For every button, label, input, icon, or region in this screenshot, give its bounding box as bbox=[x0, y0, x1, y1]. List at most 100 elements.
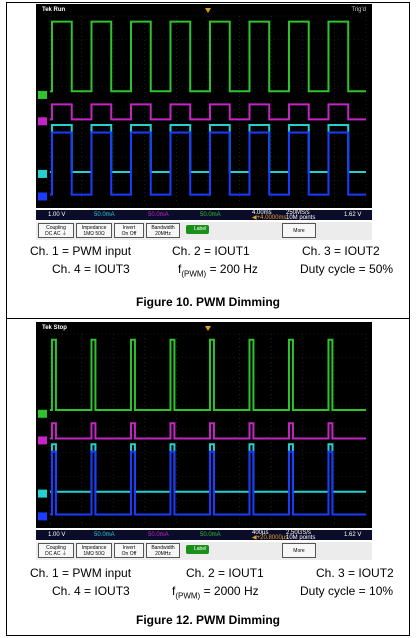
coupling-title: Coupling bbox=[46, 225, 66, 231]
ch1-trace bbox=[50, 131, 366, 196]
channel-ground-marker bbox=[38, 192, 47, 201]
record-length: 10M points bbox=[286, 535, 316, 541]
impedance-title: Impedance bbox=[81, 225, 107, 231]
ch3-scale: 50.0mA bbox=[148, 212, 169, 218]
invert-options: On Off bbox=[121, 231, 137, 237]
more-label: More bbox=[293, 548, 305, 554]
bandwidth-button[interactable]: Bandwidth 20MHz bbox=[146, 543, 180, 558]
scope-softkey-menu: Coupling DC AC ⏚ Impedance 1MΩ 50Ω Inver… bbox=[36, 222, 372, 240]
caption-duty: Duty cycle = 10% bbox=[300, 584, 394, 598]
channel-ground-marker bbox=[38, 169, 47, 178]
caption-ch2: Ch. 2 = IOUT1 bbox=[172, 244, 250, 258]
bandwidth-value: 20MHz bbox=[155, 231, 171, 237]
impedance-options: 1MΩ 50Ω bbox=[83, 551, 105, 557]
frame-right bbox=[409, 2, 410, 636]
channel-ground-marker bbox=[38, 436, 47, 445]
frame-top bbox=[6, 2, 410, 3]
invert-button[interactable]: Invert On Off bbox=[114, 543, 144, 558]
invert-options: On Off bbox=[121, 551, 137, 557]
frame-bottom bbox=[6, 635, 410, 636]
more-button[interactable]: More bbox=[282, 543, 316, 558]
caption-frequency: f(PWM) = 2000 Hz bbox=[172, 584, 259, 603]
coupling-button[interactable]: Coupling DC AC ⏚ bbox=[38, 543, 74, 558]
scope-softkey-menu: Coupling DC AC ⏚ Impedance 1MΩ 50Ω Inver… bbox=[36, 542, 372, 560]
trigger-position-marker bbox=[205, 8, 211, 13]
freq-value: = 200 Hz bbox=[206, 262, 258, 276]
frame-left bbox=[6, 2, 7, 636]
figure-title: Figure 12. PWM Dimming bbox=[135, 613, 280, 627]
oscilloscope-screen: Tek Stop bbox=[36, 322, 372, 528]
trigger-level: 1.62 V bbox=[344, 532, 362, 538]
caption-ch3: Ch. 3 = IOUT2 bbox=[302, 244, 380, 258]
ch3-trace bbox=[50, 103, 366, 121]
bandwidth-title: Bandwidth bbox=[151, 225, 175, 231]
bandwidth-button[interactable]: Bandwidth 20MHz bbox=[146, 223, 180, 238]
scope-brand: Tek Run bbox=[42, 7, 66, 13]
ch4-trace bbox=[50, 20, 366, 93]
caption-ch1: Ch. 1 = PWM input bbox=[30, 566, 132, 580]
ch4-scale: 50.0mA bbox=[200, 532, 221, 538]
bandwidth-value: 20MHz bbox=[155, 551, 171, 557]
impedance-options: 1MΩ 50Ω bbox=[83, 231, 105, 237]
scope-status-bar: 1.00 V 50.0mA 50.0mA 50.0mA 4.00ms ◀+4.0… bbox=[36, 210, 372, 221]
ch2-scale: 50.0mA bbox=[94, 212, 115, 218]
label-button[interactable]: Label bbox=[186, 545, 210, 554]
channel-ground-marker bbox=[38, 117, 47, 126]
caption-ch3: Ch. 3 = IOUT2 bbox=[316, 566, 394, 580]
freq-prefix: f bbox=[172, 584, 176, 598]
caption-frequency: f(PWM) = 200 Hz bbox=[178, 262, 258, 281]
ch3-trace bbox=[50, 422, 366, 440]
ch4-scale: 50.0mA bbox=[200, 212, 221, 218]
timebase: 400µs bbox=[252, 530, 269, 536]
ch4-trace bbox=[50, 338, 366, 411]
ch2-scale: 50.0mA bbox=[94, 532, 115, 538]
invert-title: Invert bbox=[122, 545, 136, 551]
caption-ch4: Ch. 4 = IOUT3 bbox=[52, 584, 130, 598]
ch1-trace bbox=[50, 450, 366, 516]
scope-brand: Tek Stop bbox=[42, 325, 67, 331]
more-button[interactable]: More bbox=[282, 223, 316, 238]
trigger-level: 1.62 V bbox=[344, 212, 362, 218]
coupling-title: Coupling bbox=[46, 545, 66, 551]
impedance-button[interactable]: Impedance 1MΩ 50Ω bbox=[76, 543, 112, 558]
freq-subscript: (PWM) bbox=[175, 591, 201, 601]
sample-rate: 250MS/s bbox=[286, 210, 310, 216]
bandwidth-title: Bandwidth bbox=[151, 545, 175, 551]
channel-ground-marker bbox=[38, 512, 47, 521]
freq-value: = 2000 Hz bbox=[200, 584, 259, 598]
scope-status-bar: 1.00 V 50.0mA 50.0mA 50.0mA 400µs ◀+20.8… bbox=[36, 530, 372, 541]
freq-subscript: (PWM) bbox=[181, 269, 207, 279]
figure-title: Figure 10. PWM Dimming bbox=[135, 295, 280, 309]
trigger-status: Trig'd bbox=[351, 7, 366, 13]
more-label: More bbox=[293, 228, 305, 234]
invert-title: Invert bbox=[122, 225, 136, 231]
trigger-position-marker bbox=[205, 326, 211, 331]
coupling-options: DC AC ⏚ bbox=[45, 231, 67, 237]
waveform-display bbox=[38, 8, 367, 205]
impedance-button[interactable]: Impedance 1MΩ 50Ω bbox=[76, 223, 112, 238]
timebase: 4.00ms bbox=[252, 210, 272, 216]
channel-ground-marker bbox=[38, 409, 47, 418]
freq-prefix: f bbox=[178, 262, 182, 276]
coupling-options: DC AC ⏚ bbox=[45, 551, 67, 557]
oscilloscope-screen: Tek Run Trig'd bbox=[36, 4, 372, 208]
ch1-scale: 1.00 V bbox=[48, 212, 66, 218]
invert-button[interactable]: Invert On Off bbox=[114, 223, 144, 238]
ch2-trace bbox=[50, 443, 366, 493]
caption-ch2: Ch. 2 = IOUT1 bbox=[186, 566, 264, 580]
delay: ◀+20.8000µs bbox=[252, 535, 289, 541]
frame-middle bbox=[6, 318, 410, 319]
coupling-button[interactable]: Coupling DC AC ⏚ bbox=[38, 223, 74, 238]
record-length: 10M points bbox=[286, 215, 316, 221]
caption-ch4: Ch. 4 = IOUT3 bbox=[52, 262, 130, 276]
delay: ◀+4.0000ms bbox=[252, 215, 287, 221]
caption-duty: Duty cycle = 50% bbox=[300, 262, 394, 276]
channel-ground-marker bbox=[38, 90, 47, 99]
ch3-scale: 50.0mA bbox=[148, 532, 169, 538]
impedance-title: Impedance bbox=[81, 545, 107, 551]
ch1-scale: 1.00 V bbox=[48, 532, 66, 538]
caption-ch1: Ch. 1 = PWM input bbox=[30, 244, 132, 258]
label-button[interactable]: Label bbox=[186, 225, 210, 234]
sample-rate: 2.50GS/s bbox=[286, 530, 312, 536]
